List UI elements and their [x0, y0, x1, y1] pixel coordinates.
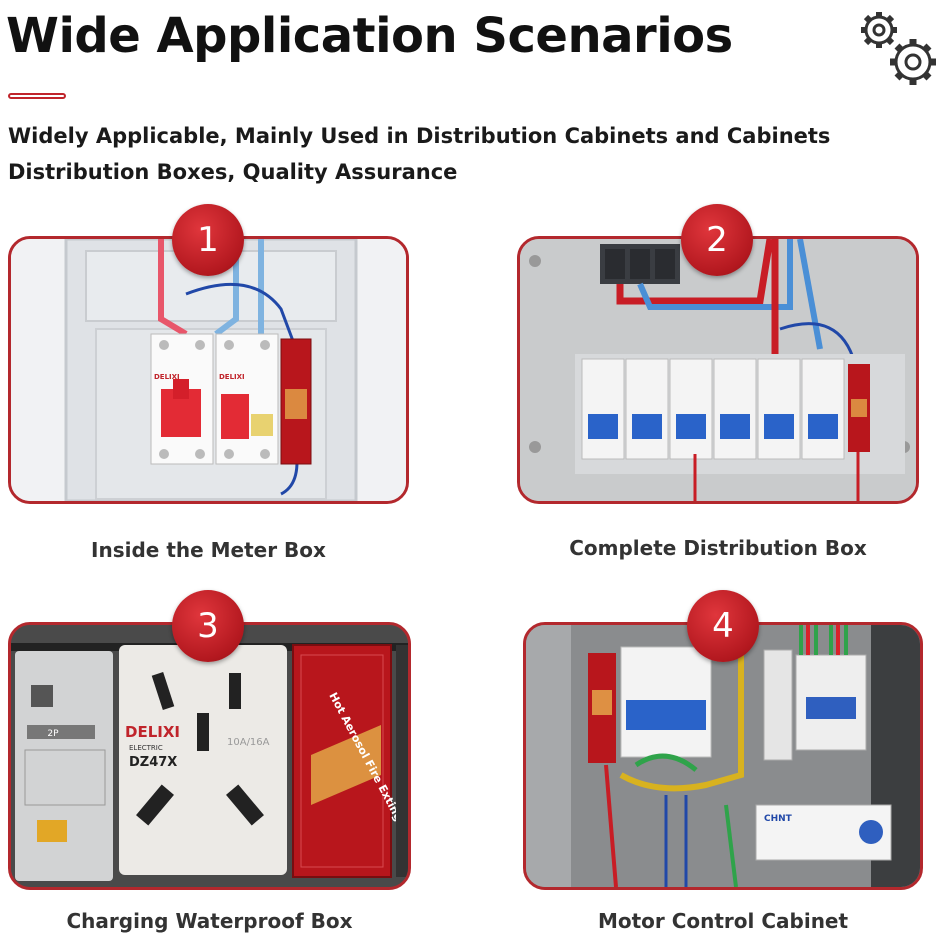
contactor	[795, 654, 867, 751]
motor-protector: CHNT	[755, 804, 892, 861]
scenario-1-image: DELIXI DELIXI	[8, 236, 409, 504]
scenario-4-caption: Motor Control Cabinet	[597, 909, 849, 933]
scenario-3-image: 2P DELIXI ELECTRIC DZ47X 10A/16A Hot Aer…	[8, 622, 411, 890]
subtitle-line-2: Distribution Boxes, Quality Assurance	[8, 160, 458, 184]
subtitle-line-1: Widely Applicable, Mainly Used in Distri…	[8, 124, 831, 148]
scenario-1-badge: 1	[172, 204, 244, 276]
scenario-3-badge: 3	[172, 590, 244, 662]
scenario-1-caption: Inside the Meter Box	[91, 538, 326, 562]
socket-brand-label: DELIXI	[125, 723, 180, 741]
gears-icon	[861, 12, 936, 85]
scenario-2-image	[517, 236, 919, 504]
breaker-left: DELIXI	[150, 333, 214, 465]
scenario-2-caption: Complete Distribution Box	[569, 536, 867, 560]
subtitle: Widely Applicable, Mainly Used in Distri…	[8, 118, 830, 190]
page-title: Wide Application Scenarios	[6, 8, 733, 64]
scenario-3-caption: Charging Waterproof Box	[66, 909, 353, 933]
scenario-4-image: CHNT	[523, 622, 923, 890]
motor-control-cabinet-illustration: CHNT	[526, 625, 920, 887]
fire-extinguishing-device-2	[848, 364, 870, 452]
rcd-pole-label: 2P	[47, 729, 59, 739]
breaker-right: DELIXI	[215, 333, 279, 465]
meter-box-illustration: DELIXI DELIXI	[11, 239, 406, 501]
waterproof-box-illustration: 2P DELIXI ELECTRIC DZ47X 10A/16A Hot Aer…	[11, 625, 408, 887]
breaker-brand-left: DELIXI	[154, 373, 180, 381]
fire-extinguishing-device-1	[280, 338, 312, 465]
socket-model-label: DZ47X	[129, 755, 177, 770]
socket-outlet: DELIXI ELECTRIC DZ47X 10A/16A	[119, 645, 287, 875]
socket-rating-label: 10A/16A	[227, 737, 270, 748]
scenario-2-badge: 2	[681, 204, 753, 276]
protector-brand-label: CHNT	[764, 814, 793, 824]
fire-extinguishing-device-3: Hot Aerosol Fire Extinguishing Device	[292, 644, 408, 887]
distribution-box-illustration	[520, 239, 916, 501]
socket-electric-label: ELECTRIC	[129, 744, 163, 752]
fire-extinguishing-device-4	[588, 653, 616, 763]
title-underline	[8, 93, 66, 99]
scenario-4-badge: 4	[687, 590, 759, 662]
motor-breaker	[620, 646, 712, 758]
rcd-module: 2P	[15, 651, 113, 881]
breaker-brand-right: DELIXI	[219, 373, 245, 381]
breaker-row	[581, 358, 845, 460]
